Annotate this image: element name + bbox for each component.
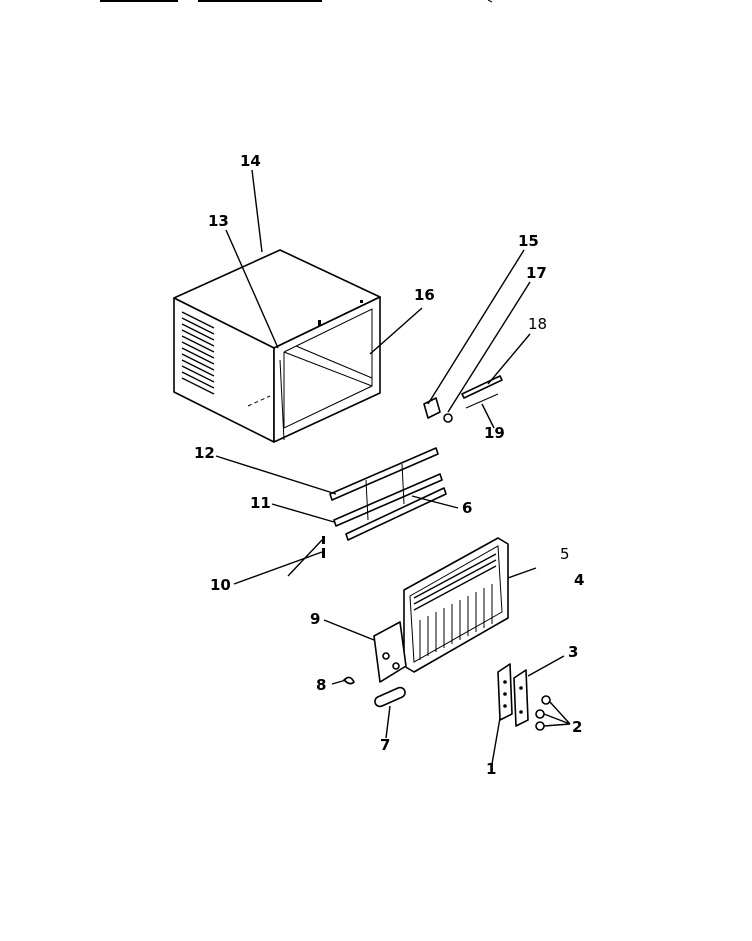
callout-3: 3 [568, 643, 578, 661]
callout-12: 12 [194, 444, 215, 462]
callout-18: 18 [528, 315, 547, 333]
callout-4: 4 [574, 571, 584, 589]
mounting-bracket-1-part [497, 663, 513, 721]
header-rule [100, 0, 493, 3]
bracket-assembly-part [423, 375, 503, 423]
leader-lines [215, 169, 571, 765]
grille-upper-vent [413, 553, 497, 611]
screws-part [322, 536, 325, 558]
callout-16: 16 [414, 286, 435, 304]
callouts: 14 13 15 17 16 18 19 12 11 6 10 5 4 9 3 … [194, 152, 584, 778]
callout-10: 10 [210, 576, 231, 594]
nuts-part [535, 695, 551, 731]
knob-part [343, 676, 355, 685]
cabinet-louvres [181, 311, 215, 395]
callout-13: 13 [208, 212, 229, 230]
side-rails-part [329, 447, 447, 541]
callout-9: 9 [310, 610, 320, 628]
mounting-bracket-3-part [513, 669, 529, 727]
callout-14: 14 [240, 152, 261, 170]
callout-17: 17 [526, 264, 547, 282]
cabinet-part [173, 249, 381, 443]
callout-2: 2 [572, 718, 582, 736]
grille-slats [419, 584, 493, 660]
callout-1: 1 [486, 760, 496, 778]
callout-8: 8 [316, 676, 326, 694]
callout-5: 5 [560, 545, 570, 563]
callout-7: 7 [380, 736, 390, 754]
front-grille-part [403, 537, 509, 673]
callout-15: 15 [518, 232, 539, 250]
callout-6: 6 [462, 499, 472, 517]
callout-11: 11 [250, 494, 271, 512]
callout-19: 19 [484, 424, 505, 442]
filter-door-part [373, 621, 407, 683]
handle-part [374, 686, 406, 708]
